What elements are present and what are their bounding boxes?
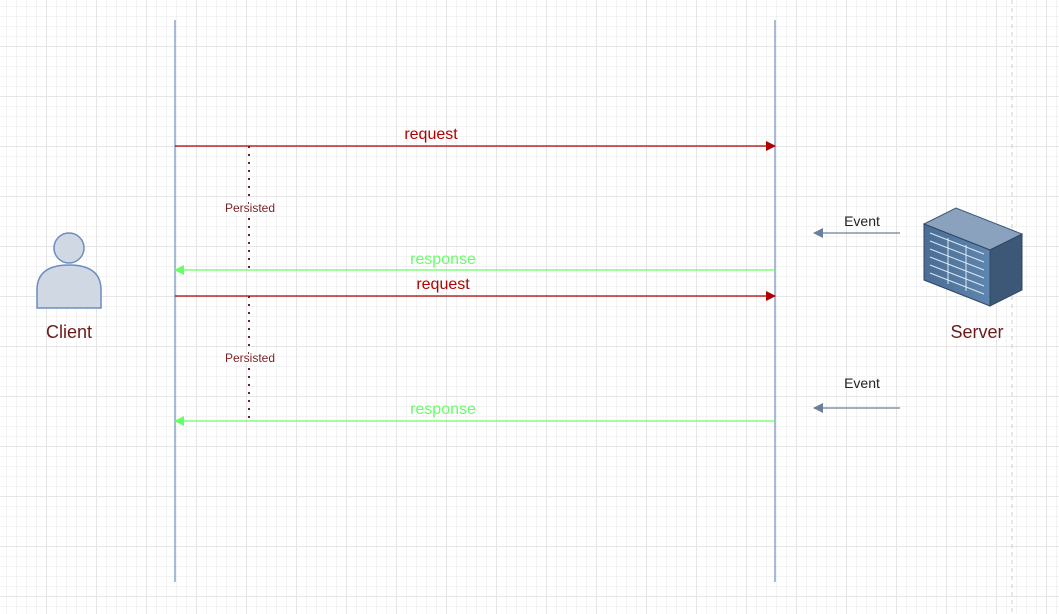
server-label: Server: [950, 322, 1003, 342]
user-icon[interactable]: [36, 232, 102, 309]
event-label-2: Event: [844, 375, 880, 391]
client-label: Client: [46, 322, 92, 342]
persisted-label-2: Persisted: [225, 351, 275, 365]
persisted-label-1: Persisted: [225, 201, 275, 215]
request-label-2: request: [416, 276, 470, 293]
response-label-1: response: [410, 251, 476, 268]
request-label-1: request: [404, 126, 458, 143]
response-label-2: response: [410, 401, 476, 418]
server-icon[interactable]: [922, 207, 1024, 307]
event-label-1: Event: [844, 213, 880, 229]
